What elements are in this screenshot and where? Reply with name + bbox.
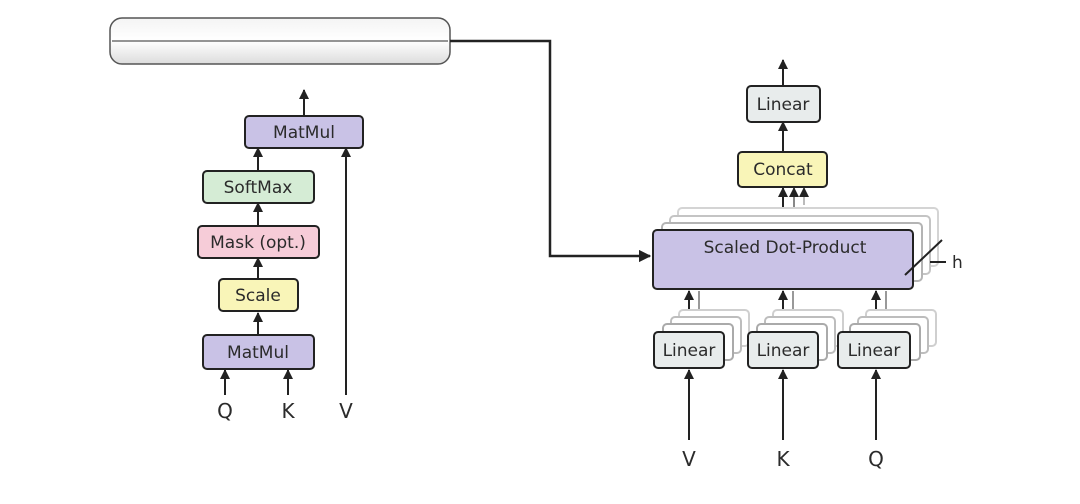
linear-k-label: Linear (757, 341, 810, 361)
right-input-v: V (682, 447, 696, 471)
matmul-top-label: MatMul (273, 123, 335, 143)
left-input-k: K (281, 399, 295, 423)
left-input-q: Q (217, 399, 233, 423)
right-input-q: Q (868, 447, 884, 471)
scaled-dot-product-box (652, 229, 914, 290)
concat-box: Concat (737, 151, 828, 188)
multi-head-attention: Linear Concat Scaled Dot-Product h (652, 59, 963, 471)
matmul-top-box: MatMul (244, 115, 364, 149)
left-input-v: V (339, 399, 353, 423)
mask-label: Mask (opt.) (210, 233, 306, 253)
linear-q-label: Linear (848, 341, 901, 361)
linear-q-stack: Linear (837, 309, 937, 369)
linear-k-box (747, 331, 819, 369)
linear-v-stack: Linear (653, 309, 750, 369)
right-input-k: K (776, 447, 790, 471)
concat-label: Concat (753, 160, 813, 180)
scaled-dot-product-detail: MatMul SoftMax Mask (opt.) Scale MatMul … (197, 89, 364, 423)
softmax-label: SoftMax (224, 178, 293, 198)
scale-label: Scale (235, 286, 281, 306)
zoom-arrow (450, 39, 652, 263)
linear-output-label: Linear (757, 95, 810, 115)
heads-bracket (904, 239, 943, 276)
linear-v-box (653, 331, 725, 369)
scale-box: Scale (218, 278, 299, 312)
scaled-dot-product-label: Scaled Dot-Product (704, 238, 867, 258)
mask-box: Mask (opt.) (197, 225, 320, 259)
zoom-connector (109, 17, 652, 263)
linear-v-label: Linear (663, 341, 716, 361)
linear-output-box: Linear (746, 85, 821, 123)
linear-k-stack: Linear (747, 309, 844, 369)
matmul-bottom-label: MatMul (227, 343, 289, 363)
softmax-box: SoftMax (202, 170, 315, 204)
attention-head-stack: Scaled Dot-Product h (652, 207, 963, 290)
linear-q-box (837, 331, 911, 369)
matmul-bottom-box: MatMul (202, 334, 315, 370)
heads-label: h (952, 253, 963, 273)
